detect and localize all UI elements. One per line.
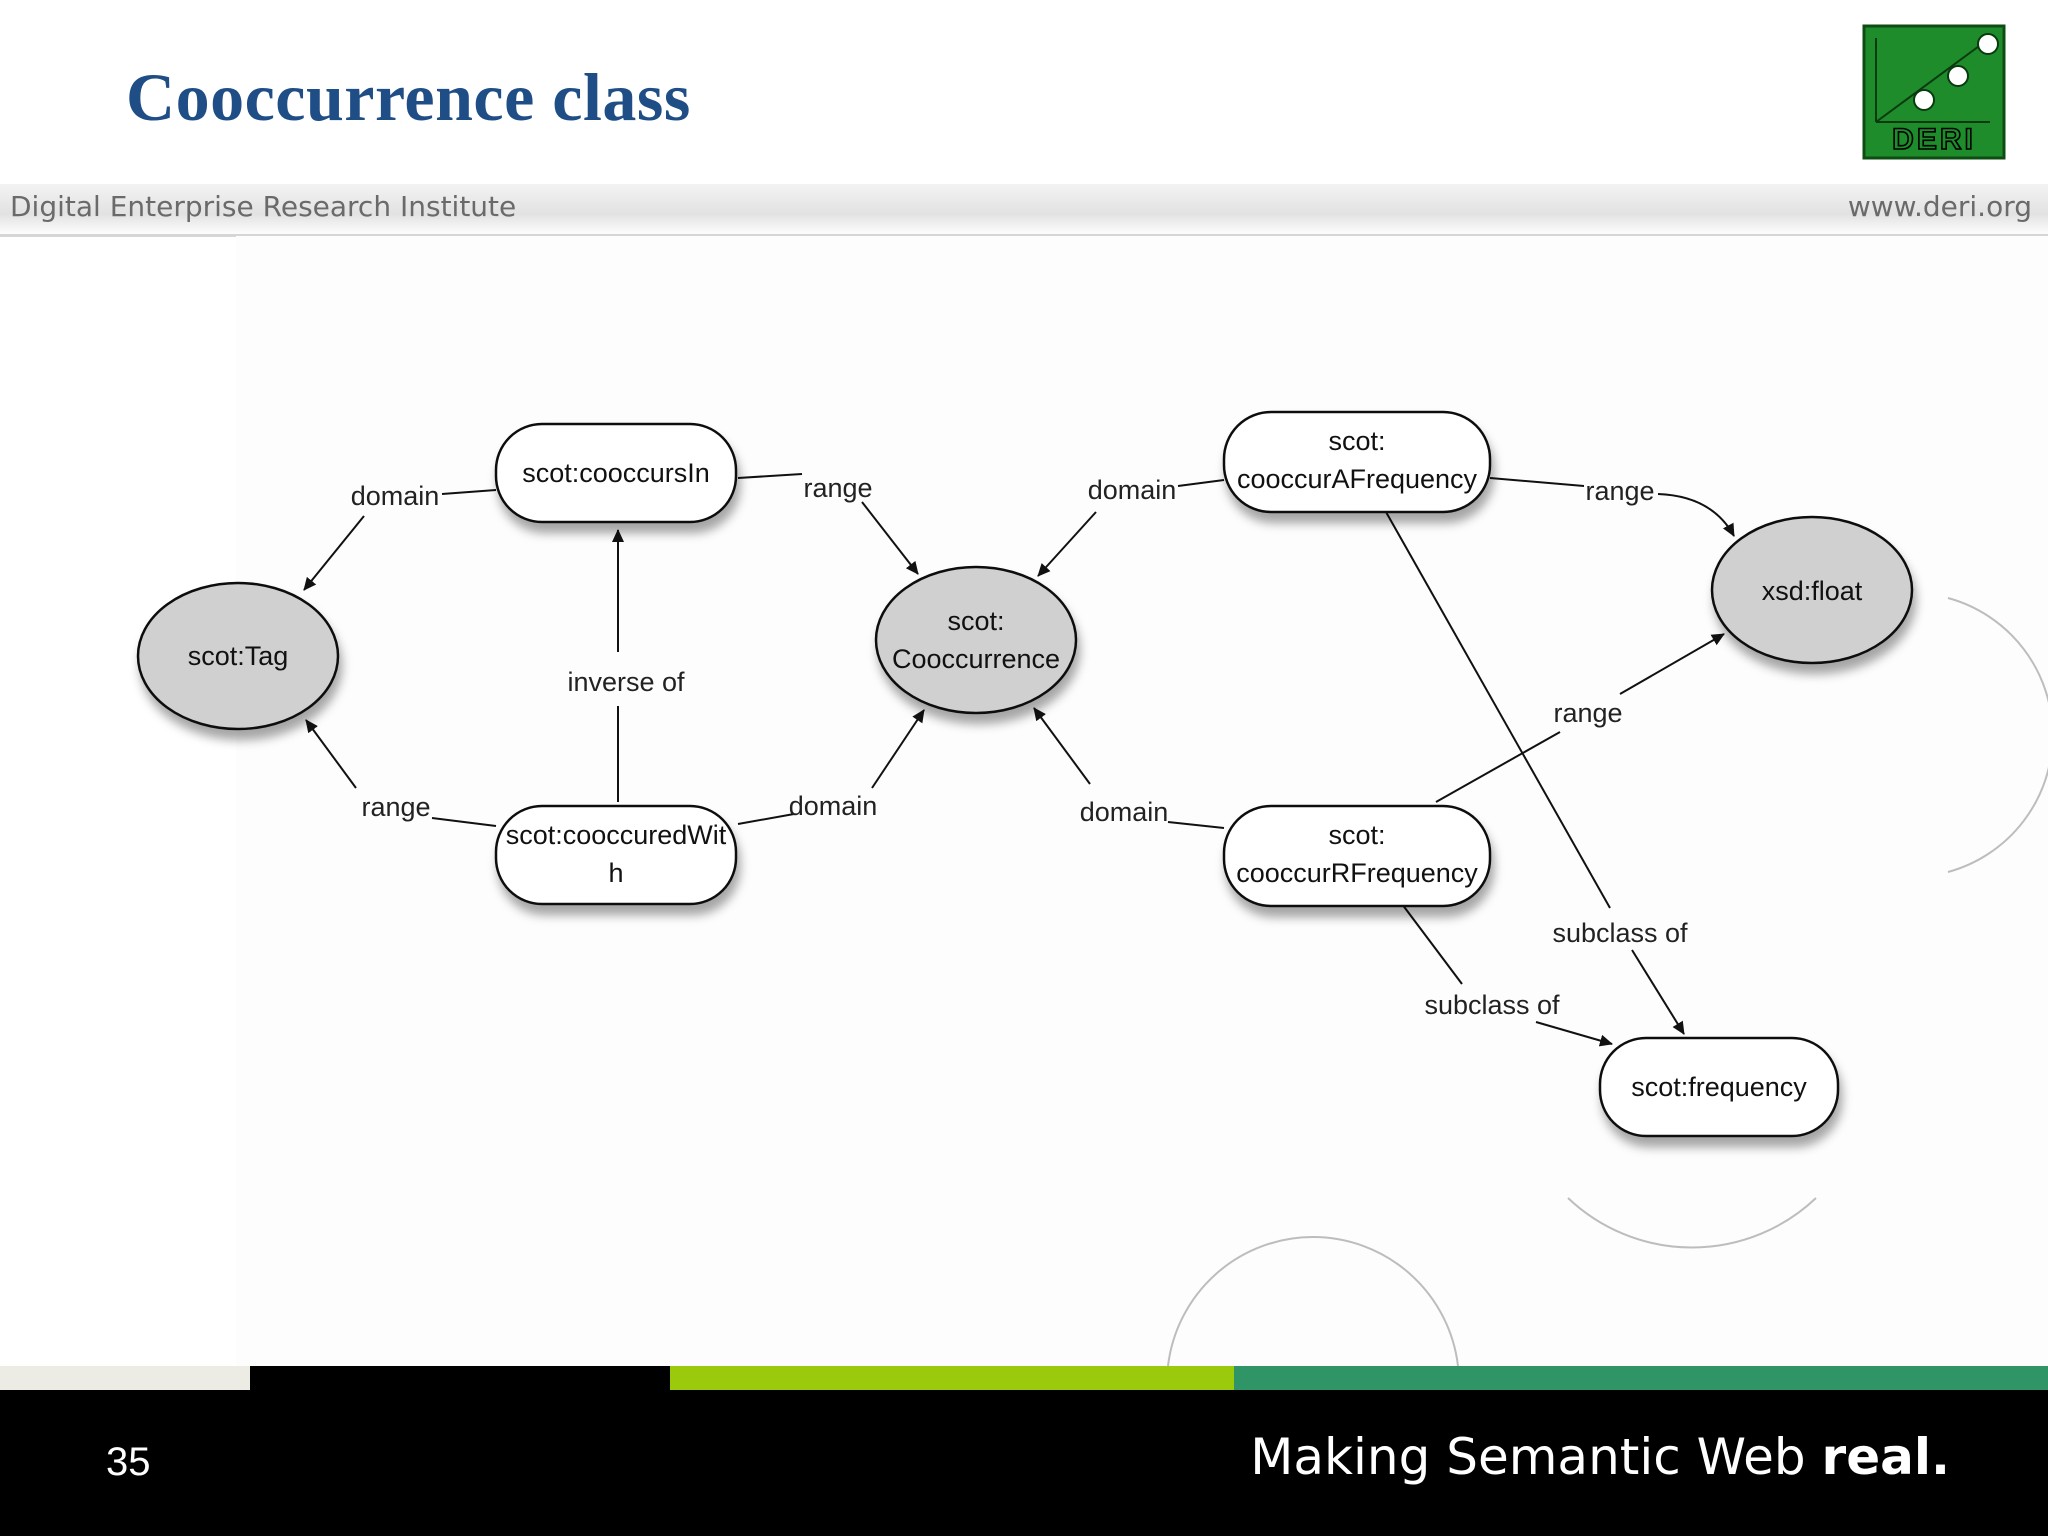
edge-afreq-range-b xyxy=(1657,493,1735,537)
deri-logo: DERI xyxy=(1862,24,2006,160)
edge-rfreq-range-b xyxy=(1619,633,1725,695)
institute-name: Digital Enterprise Research Institute xyxy=(10,190,517,223)
node-scot-cooccurafrequency: scot: cooccurAFrequency xyxy=(1222,410,1492,514)
edge-cooccuredwith-domain-b xyxy=(871,709,925,789)
edge-cooccursin-range-b xyxy=(861,501,919,575)
node-scot-tag: scot:Tag xyxy=(136,581,340,731)
node-scot-cooccursin: scot:cooccursIn xyxy=(494,422,738,524)
node-scot-cooccurrfrequency-line2: cooccurRFrequency xyxy=(1236,858,1478,888)
node-scot-frequency: scot:frequency xyxy=(1598,1036,1840,1138)
label-range-4: range xyxy=(1553,698,1622,728)
logo-text: DERI xyxy=(1892,123,1976,156)
label-range-3: range xyxy=(1585,476,1654,506)
tagline-regular: Making Semantic Web xyxy=(1250,1428,1822,1486)
edge-rfreq-range-a xyxy=(1435,731,1561,803)
label-subclass-of-1: subclass of xyxy=(1552,918,1688,948)
color-strip xyxy=(0,1366,2048,1390)
edge-cooccursin-domain-b xyxy=(303,515,365,591)
strip-segment-1 xyxy=(0,1366,250,1390)
node-scot-cooccuredwith: scot:cooccuredWit h xyxy=(494,804,738,906)
page-number: 35 xyxy=(106,1440,151,1484)
node-scot-frequency-label: scot:frequency xyxy=(1631,1072,1807,1102)
node-scot-cooccurafrequency-line2: cooccurAFrequency xyxy=(1237,464,1478,494)
edge-rfreq-domain-b xyxy=(1033,707,1091,785)
node-scot-cooccuredwith-line2: h xyxy=(608,858,623,888)
header-band: Digital Enterprise Research Institute ww… xyxy=(0,184,2048,237)
tagline-bold: real. xyxy=(1821,1428,1950,1486)
label-domain-3: domain xyxy=(1088,475,1177,505)
label-domain-1: domain xyxy=(351,481,440,511)
ontology-diagram: domain range range domain inverse of dom… xyxy=(136,410,1914,1138)
edge-afreq-subclass-a xyxy=(1385,511,1611,909)
edge-cooccursin-range-a xyxy=(737,473,803,479)
label-domain-4: domain xyxy=(1080,797,1169,827)
node-scot-tag-label: scot:Tag xyxy=(188,641,289,671)
edge-cooccuredwith-range-a xyxy=(431,817,497,827)
node-scot-cooccursin-label: scot:cooccursIn xyxy=(522,458,710,488)
edge-afreq-range-a xyxy=(1489,477,1585,487)
strip-segment-3 xyxy=(670,1366,1234,1390)
node-scot-cooccuredwith-line1: scot:cooccuredWit xyxy=(506,820,727,850)
node-scot-cooccurrence-line1: scot: xyxy=(947,606,1004,636)
edge-cooccursin-domain-a xyxy=(441,489,497,495)
edge-rfreq-subclass-a xyxy=(1401,903,1463,985)
edge-afreq-domain-a xyxy=(1177,479,1225,487)
node-scot-cooccurrfrequency-line1: scot: xyxy=(1328,820,1385,850)
slide-title: Cooccurrence class xyxy=(126,59,691,135)
strip-segment-2 xyxy=(250,1366,670,1390)
edge-cooccuredwith-range-b xyxy=(305,719,357,789)
website-url: www.deri.org xyxy=(1847,190,2032,223)
node-xsd-float-label: xsd:float xyxy=(1762,576,1863,606)
edge-rfreq-subclass-b xyxy=(1535,1021,1613,1047)
tagline: Making Semantic Web real. xyxy=(1250,1428,1950,1486)
label-domain-2: domain xyxy=(789,791,878,821)
label-range-1: range xyxy=(803,473,872,503)
node-scot-cooccurrfrequency: scot: cooccurRFrequency xyxy=(1222,804,1492,908)
node-scot-cooccurrence: scot: Cooccurrence xyxy=(874,565,1078,715)
edge-rfreq-domain-a xyxy=(1167,821,1225,829)
edge-cooccuredwith-domain-a xyxy=(737,813,795,825)
label-subclass-of-2: subclass of xyxy=(1424,990,1560,1020)
node-scot-cooccurafrequency-line1: scot: xyxy=(1328,426,1385,456)
edge-afreq-subclass-b xyxy=(1631,949,1685,1035)
node-scot-cooccurrence-line2: Cooccurrence xyxy=(892,644,1060,674)
label-range-2: range xyxy=(361,792,430,822)
footer: 35 Making Semantic Web real. xyxy=(0,1390,2048,1536)
node-xsd-float: xsd:float xyxy=(1710,515,1914,665)
edge-afreq-domain-b xyxy=(1037,511,1097,577)
label-inverse-of: inverse of xyxy=(567,667,685,697)
strip-segment-4 xyxy=(1234,1366,2048,1390)
